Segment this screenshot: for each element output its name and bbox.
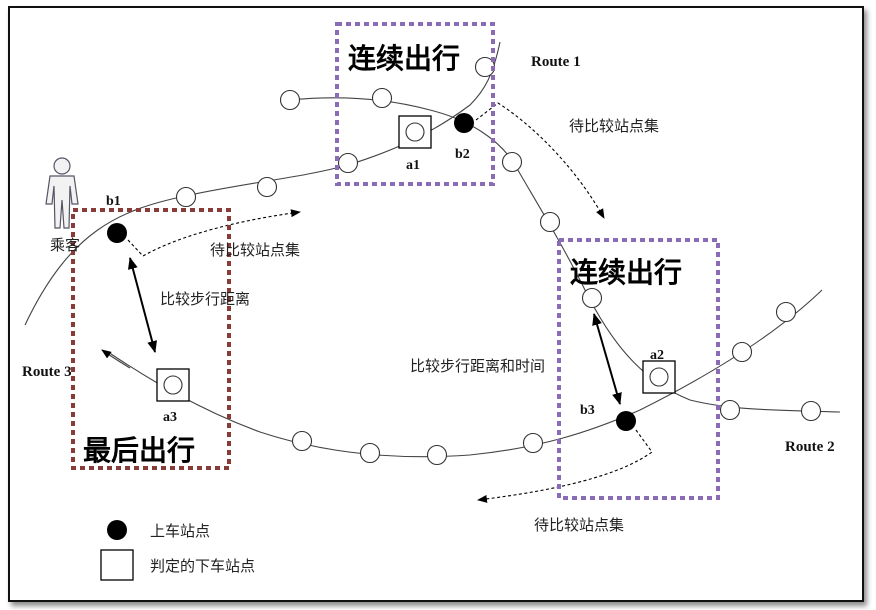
node-label-b3: b3 (580, 403, 595, 418)
candidate-arrow-left (127, 209, 301, 257)
legend-board-marker (107, 520, 127, 540)
stop (581, 287, 603, 309)
route-2-stops (279, 87, 822, 422)
route-3-stops (291, 301, 797, 466)
stop (539, 211, 561, 233)
last-trip-title: 最后出行 (83, 434, 195, 467)
route-2-line (289, 97, 841, 413)
stop (175, 186, 197, 208)
alight-stop-a2 (642, 360, 676, 394)
passenger-label: 乘客 (50, 236, 80, 254)
stop (731, 341, 753, 363)
node-label-a3: a3 (163, 410, 177, 425)
alight-stop-a3 (156, 368, 190, 402)
candidate-set-label-left: 待比较站点集 (210, 241, 300, 259)
route-3-direction-arrow (101, 349, 131, 369)
compare-walk-distance-label: 比较步行距离 (160, 290, 250, 308)
legend-board-label: 上车站点 (150, 522, 210, 540)
route-3-label: Route 3 (22, 364, 72, 380)
candidate-set-label-bottom: 待比较站点集 (534, 516, 624, 534)
route-2-label: Route 2 (785, 439, 835, 455)
stop (291, 430, 313, 452)
stop (775, 301, 797, 323)
consecutive-trip-title-2: 连续出行 (570, 256, 682, 289)
consecutive-trip-box-1 (335, 22, 495, 186)
walk-arrow-b1-a3 (127, 257, 158, 353)
legend-alight-label: 判定的下车站点 (150, 557, 255, 575)
legend-alight-marker (100, 549, 134, 581)
stop (719, 399, 741, 421)
compare-walk-distance-time-label: 比较步行距离和时间 (410, 357, 545, 375)
board-stop-b2 (454, 113, 474, 133)
route-1-line (24, 41, 501, 326)
node-label-a2: a2 (650, 348, 664, 363)
stop (501, 151, 523, 173)
consecutive-trip-box-2 (557, 238, 720, 500)
stop (800, 400, 822, 422)
board-stop-b1 (107, 223, 127, 243)
board-stop-b3 (616, 411, 636, 431)
legend: 上车站点 判定的下车站点 (100, 520, 255, 581)
stop (426, 444, 448, 466)
node-label-b2: b2 (455, 147, 470, 162)
candidate-arrow-bottom (477, 429, 653, 503)
route-1-label: Route 1 (531, 54, 581, 70)
stop (256, 176, 278, 198)
alight-stop-a1 (398, 115, 432, 149)
stop (522, 432, 544, 454)
stop (371, 87, 393, 109)
walk-arrow-b3-a2 (592, 313, 622, 405)
route-3-line (107, 289, 823, 458)
node-label-b1: b1 (106, 194, 121, 209)
passenger-icon (45, 157, 79, 229)
stop (359, 442, 381, 464)
stop (279, 89, 301, 111)
candidate-set-label-top: 待比较站点集 (569, 117, 659, 135)
node-label-a1: a1 (406, 158, 420, 173)
candidate-arrow-top (475, 102, 605, 219)
stop (337, 152, 359, 174)
consecutive-trip-title-1: 连续出行 (348, 42, 460, 75)
